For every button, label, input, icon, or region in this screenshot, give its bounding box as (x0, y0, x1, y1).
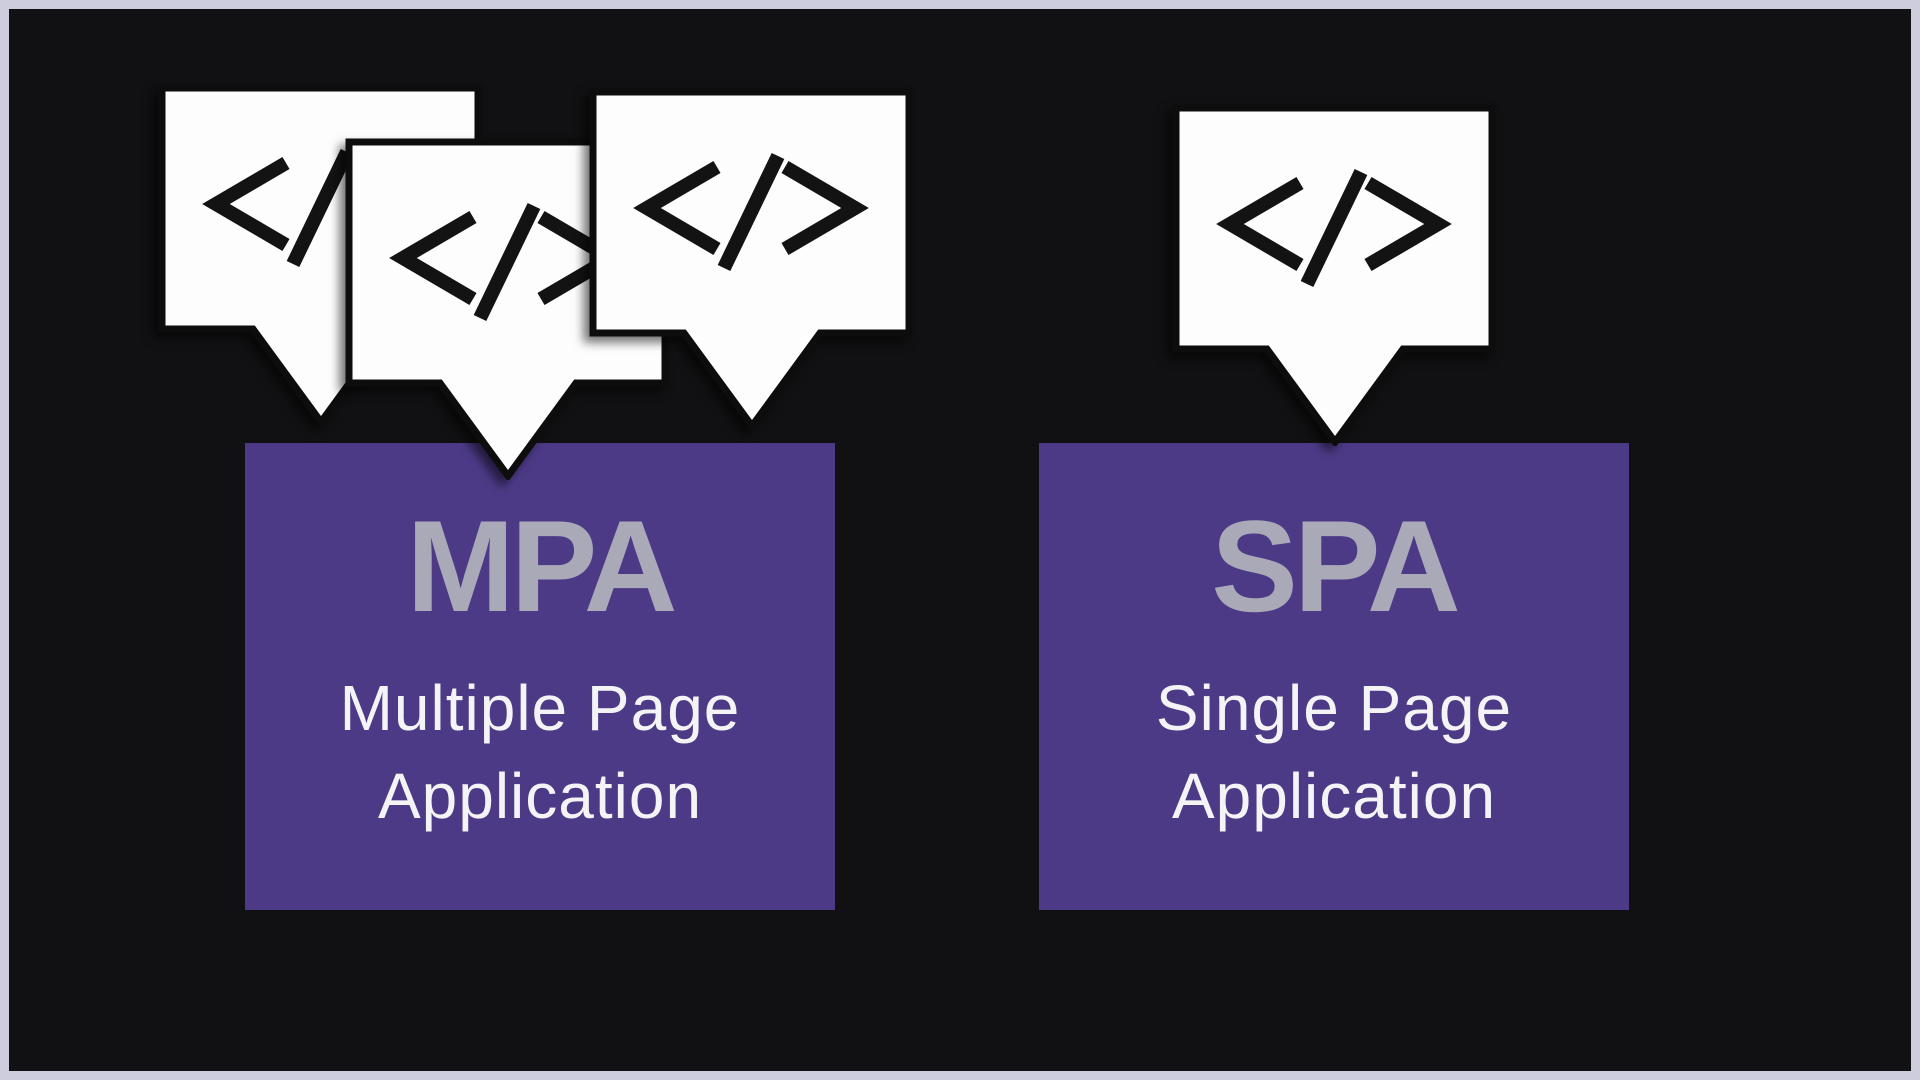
code-tag-icon (1172, 104, 1496, 446)
spa-box: SPA Single Page Application (1039, 443, 1629, 910)
code-tag-icon (589, 88, 913, 430)
spa-name-line-1: Single Page (1155, 672, 1513, 744)
spa-full-name: Single Page Application (1039, 665, 1629, 840)
mpa-name-line-2: Application (377, 759, 703, 832)
spa-name-line-2: Application (1171, 759, 1497, 832)
spa-abbreviation: SPA (1211, 493, 1461, 639)
mpa-box: MPA Multiple Page Application (245, 443, 835, 910)
mpa-full-name: Multiple Page Application (245, 665, 835, 840)
mpa-abbreviation: MPA (406, 493, 677, 639)
mpa-name-line-1: Multiple Page (339, 672, 741, 744)
